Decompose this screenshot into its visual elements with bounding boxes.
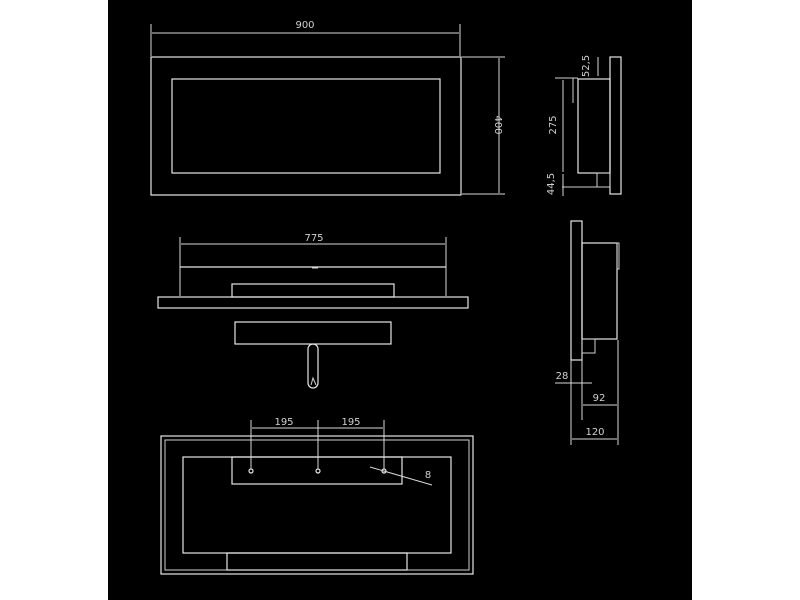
hole-diameter-label: 8 xyxy=(425,470,431,481)
burner-tray xyxy=(234,321,392,345)
side-bottom-offset-label: 44,5 xyxy=(546,173,557,195)
side2-firebox xyxy=(581,242,618,340)
technical-drawing-canvas: 900 400 52,5 275 44,5 775 xyxy=(108,0,692,600)
mounting-hole-2 xyxy=(315,468,321,474)
side-view-top: 52,5 275 44,5 xyxy=(546,55,622,196)
side-firebox xyxy=(577,78,611,174)
side-inner-height-label: 275 xyxy=(548,115,559,134)
back-spacing-right-label: 195 xyxy=(341,417,360,428)
top-width-label: 775 xyxy=(304,233,323,244)
flame-icon xyxy=(310,376,317,386)
side2-total-depth-label: 120 xyxy=(585,427,604,438)
side2-inner-depth-label: 92 xyxy=(593,393,606,404)
front-glass-opening xyxy=(171,78,441,174)
burner-view xyxy=(234,321,392,389)
side-view-bottom: 28 92 120 xyxy=(555,220,620,445)
hole-leader-line xyxy=(369,466,433,486)
side2-front-panel xyxy=(570,220,583,361)
back-bottom-slot xyxy=(226,552,408,571)
back-view: 195 195 8 xyxy=(160,417,474,575)
mounting-hole-1 xyxy=(248,468,254,474)
side2-offset-label: 28 xyxy=(556,371,569,382)
burner-handle xyxy=(307,343,319,389)
back-inner-panel xyxy=(182,456,452,554)
front-width-label: 900 xyxy=(295,20,314,31)
side-top-offset-label: 52,5 xyxy=(581,55,592,77)
front-view: 900 400 xyxy=(150,20,505,196)
side-front-panel xyxy=(609,56,622,195)
top-front-plate xyxy=(157,296,469,309)
front-height-label: 400 xyxy=(492,115,503,134)
top-view: 775 xyxy=(157,233,469,309)
top-burner-outline xyxy=(231,283,395,298)
back-outer-frame xyxy=(160,435,474,575)
back-spacing-left-label: 195 xyxy=(274,417,293,428)
front-outer-frame xyxy=(150,56,462,196)
back-mounting-bracket xyxy=(231,456,403,485)
